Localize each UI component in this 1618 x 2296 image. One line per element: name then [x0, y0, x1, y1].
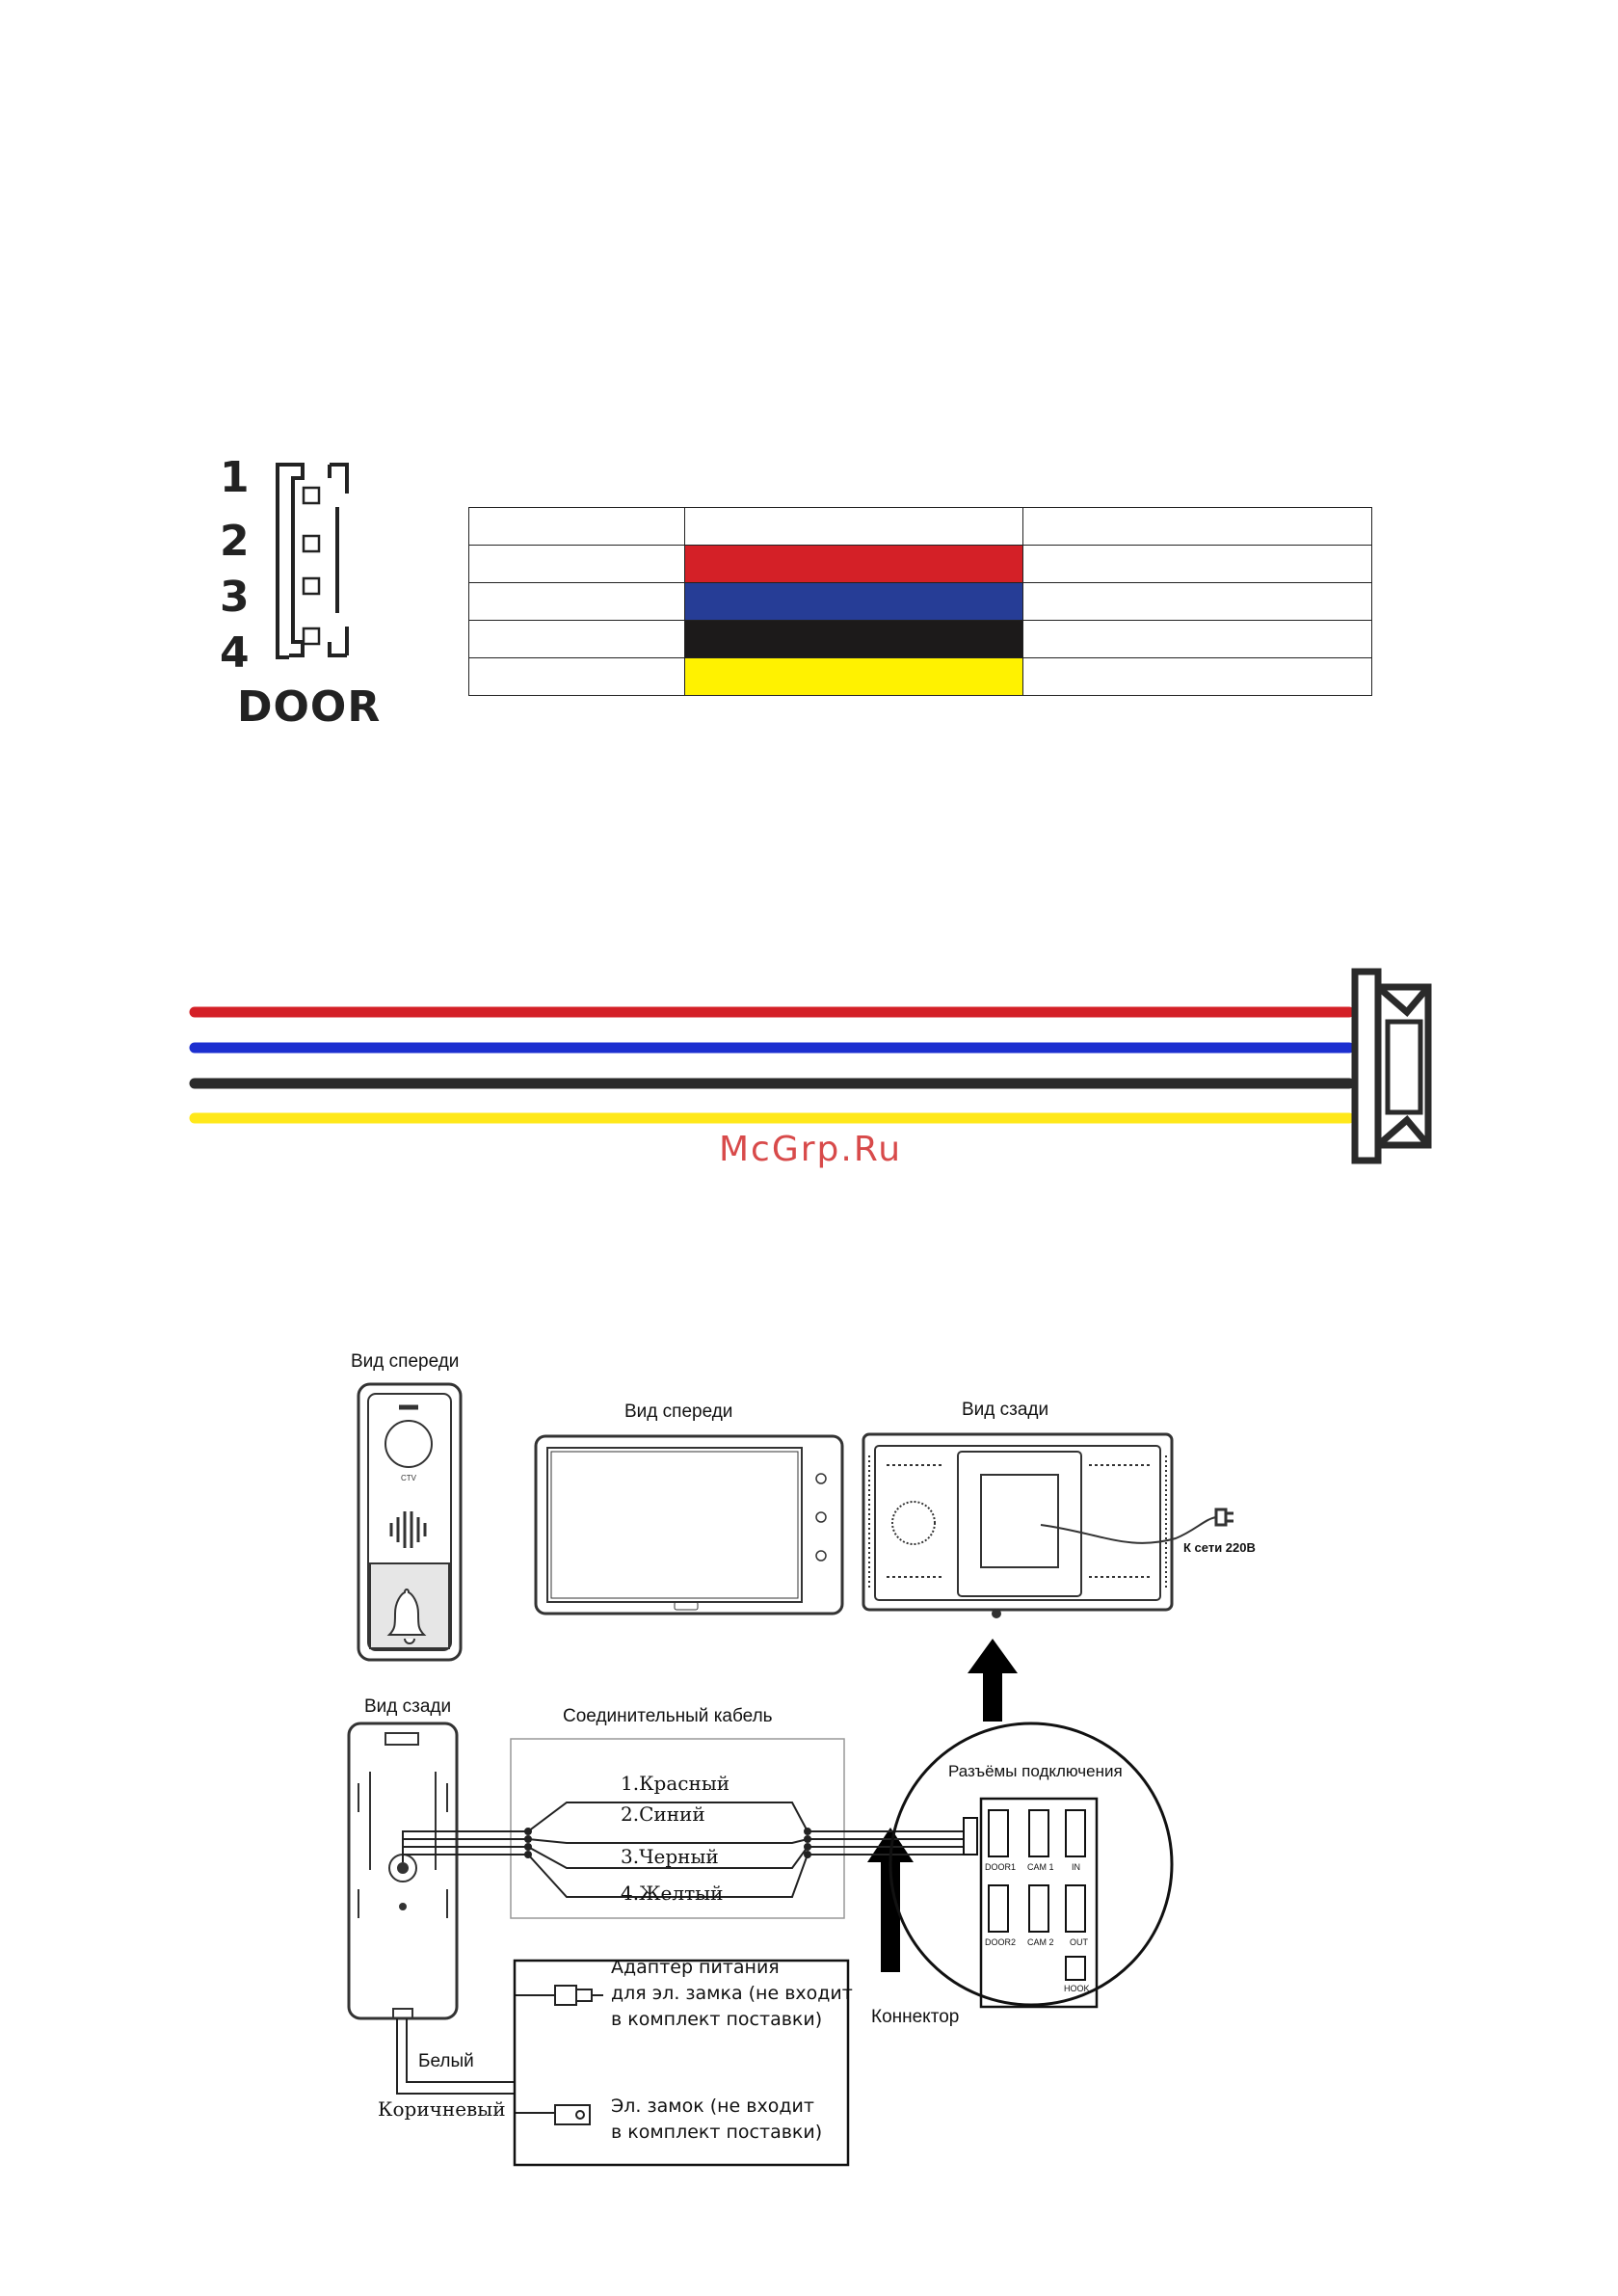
pin-number-4: 4 [220, 628, 250, 678]
port-label: OUT [1070, 1937, 1088, 1947]
cable-wire-label: 4.Желтый [621, 1882, 724, 1905]
cable-wire-label: 2.Синий [621, 1802, 705, 1826]
color-cell-red [684, 545, 1023, 583]
panel-back-label: Вид сзади [364, 1696, 452, 1717]
watermark: McGrp.Ru [719, 1130, 903, 1169]
call-panel-back [347, 1722, 459, 2020]
ports-callout [889, 1722, 1174, 2009]
pin-number-3: 3 [220, 573, 250, 622]
arrow-up-icon [867, 1639, 1018, 1972]
plug-icon [1214, 1508, 1233, 1527]
harness-plug-icon [1351, 968, 1432, 1164]
table-row [468, 657, 1372, 696]
color-cell-yellow [684, 657, 1023, 696]
monitor-front [534, 1434, 844, 1615]
door-lock-icon [554, 2104, 591, 2125]
port-label: DOOR1 [985, 1862, 1017, 1872]
call-panel-front [357, 1382, 463, 1662]
lock-label: Эл. замок (не входит в комплект поставки… [611, 2096, 823, 2143]
port-label: CAM 1 [1027, 1862, 1054, 1872]
monitor-front-label: Вид спереди [624, 1402, 733, 1422]
cable-title: Соединительный кабель [563, 1706, 773, 1726]
mains-label: К сети 220В [1183, 1540, 1256, 1555]
cable-wire-label: 3.Черный [621, 1845, 719, 1868]
pin-number-2: 2 [220, 517, 250, 566]
monitor-back-label: Вид сзади [962, 1400, 1049, 1420]
power-adapter-icon [554, 1985, 603, 2006]
cable-wire-label: 1.Красный [621, 1772, 730, 1795]
white-wire-label: Белый [418, 2051, 474, 2071]
power-cord [1040, 1516, 1217, 1544]
pin-number-1: 1 [220, 453, 250, 502]
panel-front-label: Вид спереди [351, 1351, 460, 1372]
door-connector-icon [276, 463, 349, 659]
ports-title: Разъёмы подключения [948, 1762, 1123, 1780]
connector-name: DOOR [237, 682, 382, 732]
bell-icon [386, 1589, 427, 1644]
speaker-grille-icon [389, 1511, 427, 1548]
port-label: CAM 2 [1027, 1937, 1054, 1947]
wire-color-table [468, 507, 1372, 696]
port-label: HOOK [1064, 1984, 1090, 1993]
panel-logo: CTV [401, 1474, 417, 1482]
port-label: IN [1072, 1862, 1080, 1872]
color-cell-blue [684, 582, 1023, 621]
brown-wire-label: Коричневый [378, 2097, 506, 2121]
port-label: DOOR2 [985, 1937, 1017, 1947]
cable-lines [402, 1802, 964, 1898]
adapter-label: Адаптер питания для эл. замка (не входит… [611, 1957, 853, 2030]
monitor-back [862, 1432, 1233, 1618]
connector-label: Коннектор [871, 2007, 960, 2027]
cable-box [510, 1738, 845, 1919]
accessories-box [513, 1959, 850, 2167]
wire-harness [189, 1006, 1355, 1124]
